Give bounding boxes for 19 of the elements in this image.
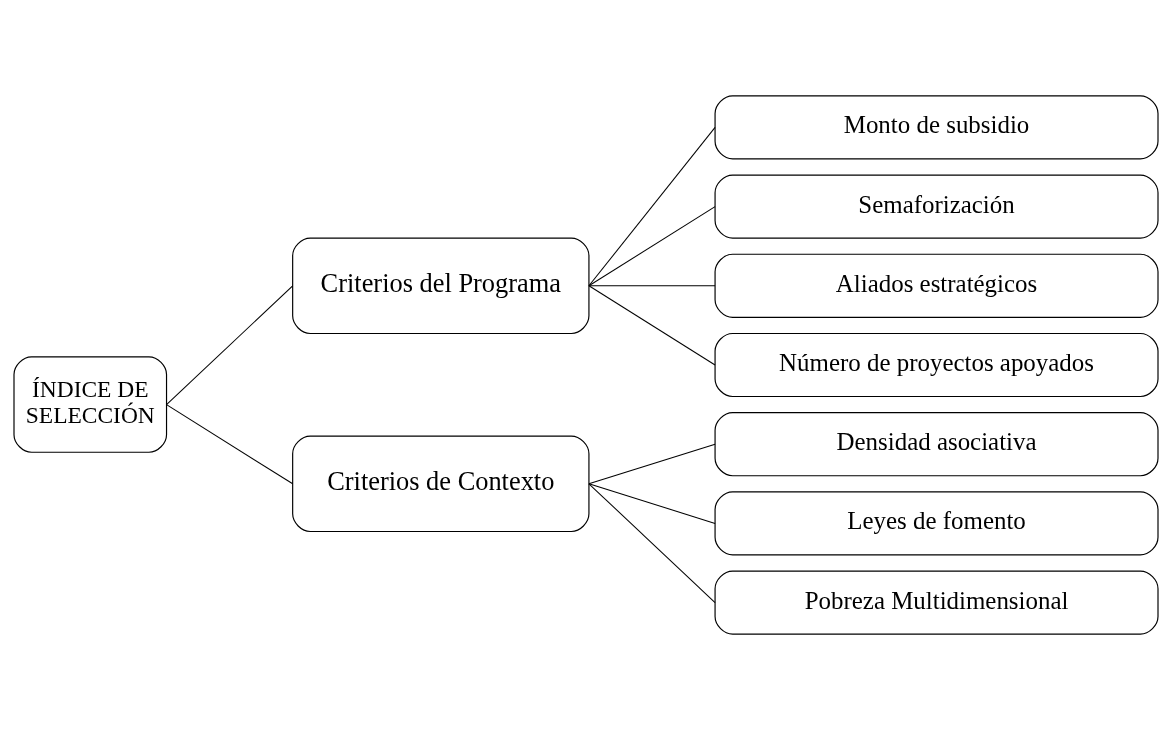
connector [588,482,716,524]
node-box: Aliados estratégicos [714,253,1159,318]
node-box: Semaforización [714,174,1159,239]
connector [588,284,716,365]
node-box: Número de proyectos apoyados [714,332,1159,397]
node-box: Pobreza Multidimensional [714,570,1159,635]
connector [588,482,716,603]
connector [588,126,716,286]
node-box: Criterios del Programa [292,237,590,334]
connector [588,284,716,286]
connector [166,403,294,484]
node-box: Leyes de fomento [714,490,1159,555]
node-box: Criterios de Contexto [292,435,590,532]
node-box: Densidad asociativa [714,411,1159,476]
node-box: Monto de subsidio [714,94,1159,159]
connector [588,443,716,484]
connector [588,205,716,286]
node-box: ÍNDICE DE SELECCIÓN [13,355,168,453]
connector [166,284,294,405]
